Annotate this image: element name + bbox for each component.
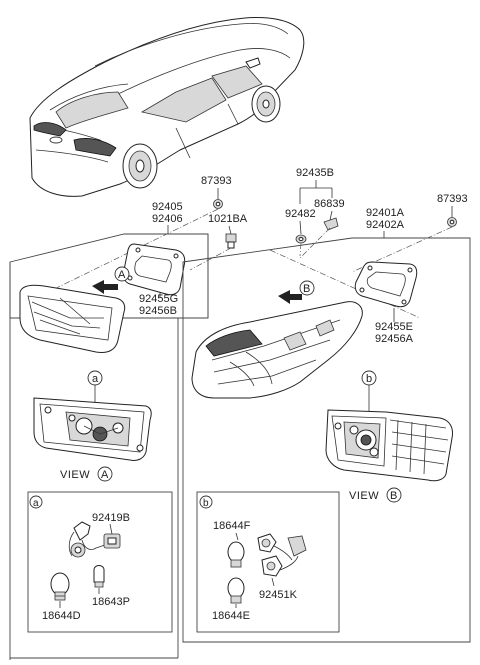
right-outer-lamp-assembly bbox=[191, 301, 363, 399]
clip-87393-right-icon bbox=[447, 217, 457, 227]
detail-a-marker: a bbox=[29, 495, 43, 509]
label-92451K: 92451K bbox=[259, 589, 298, 601]
left-inner-lamp-assembly bbox=[19, 284, 126, 353]
bulb-18643P-icon bbox=[93, 565, 105, 588]
label-18644F: 18644F bbox=[213, 520, 251, 532]
label-18643P: 18643P bbox=[92, 596, 130, 608]
view-B-letter: B bbox=[390, 490, 397, 502]
view-A-prefix: VIEW bbox=[60, 469, 90, 481]
label-92401A: 92401A bbox=[366, 207, 405, 219]
left-gasket-92455G bbox=[122, 243, 186, 296]
clip-87393-left-icon bbox=[213, 199, 223, 209]
callout-b-box: b bbox=[203, 498, 209, 509]
detail-box-b bbox=[196, 491, 340, 633]
callout-b-marker: b bbox=[361, 370, 377, 420]
label-92482: 92482 bbox=[285, 208, 316, 220]
label-92419B: 92419B bbox=[92, 512, 130, 524]
grommet-92482-icon bbox=[295, 234, 307, 244]
label-92455E: 92455E bbox=[375, 321, 413, 333]
car-illustration bbox=[29, 17, 305, 197]
label-92405: 92405 bbox=[152, 201, 183, 213]
label-87393-left: 87393 bbox=[201, 175, 232, 187]
view-A-lamp-rear bbox=[33, 397, 152, 461]
label-92455G: 92455G bbox=[139, 293, 178, 305]
detail-b-marker: b bbox=[199, 495, 213, 509]
label-87393-right: 87393 bbox=[437, 193, 468, 205]
callout-B: B bbox=[303, 283, 310, 295]
view-B-lamp-rear bbox=[325, 409, 453, 482]
view-B-arrow: B bbox=[278, 280, 315, 304]
view-A-caption: VIEW A bbox=[60, 466, 113, 482]
right-assembly-frame bbox=[182, 237, 471, 643]
label-18644E: 18644E bbox=[212, 610, 250, 622]
callout-A: A bbox=[118, 269, 126, 281]
label-86839: 86839 bbox=[314, 198, 345, 210]
view-B-caption: VIEW B bbox=[349, 487, 402, 503]
label-92435B: 92435B bbox=[296, 167, 334, 179]
label-92456B: 92456B bbox=[139, 305, 177, 317]
bulb-18644D-icon bbox=[50, 572, 70, 601]
label-18644D: 18644D bbox=[42, 610, 81, 622]
view-A-arrow: A bbox=[92, 266, 130, 294]
view-A-letter: A bbox=[101, 469, 109, 481]
detail-box-a bbox=[27, 491, 173, 633]
bolt-1021BA-icon bbox=[225, 233, 237, 249]
callout-a-marker: a bbox=[87, 370, 103, 410]
callout-b-top: b bbox=[366, 373, 372, 385]
label-92456A: 92456A bbox=[375, 333, 414, 345]
socket-harness-b bbox=[257, 533, 307, 577]
callout-a-box: a bbox=[33, 498, 39, 509]
socket-harness-a bbox=[68, 521, 121, 558]
view-B-prefix: VIEW bbox=[349, 490, 379, 502]
callout-a-top: a bbox=[92, 373, 99, 385]
label-92402A: 92402A bbox=[366, 219, 405, 231]
bulb-18644E-icon bbox=[227, 577, 245, 604]
bulb-18644F-icon bbox=[227, 541, 245, 568]
label-92406: 92406 bbox=[152, 213, 183, 225]
clip-86839-icon bbox=[323, 217, 339, 231]
right-gasket-92455E bbox=[354, 261, 418, 308]
label-1021BA: 1021BA bbox=[208, 213, 248, 225]
